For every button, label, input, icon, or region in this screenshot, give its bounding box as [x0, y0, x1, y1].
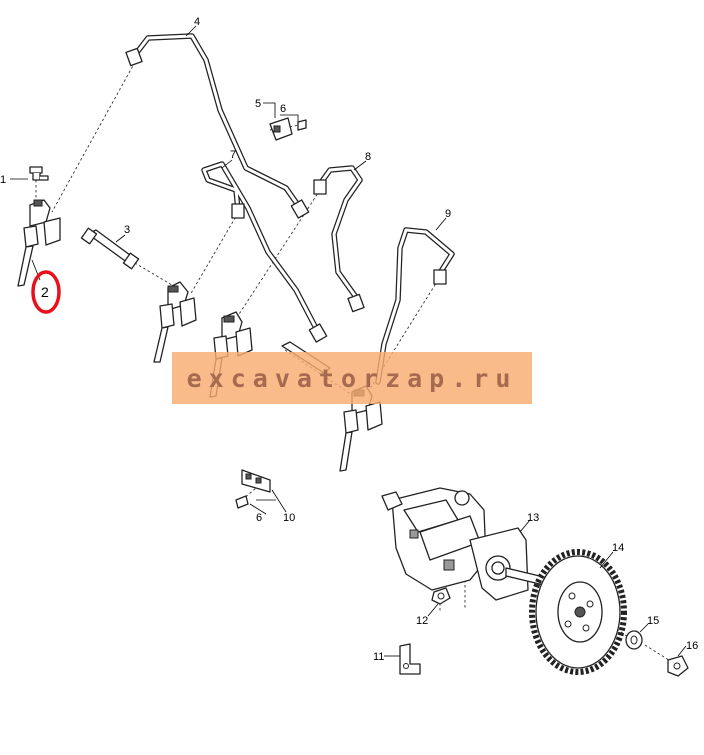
part-10-bracket [235, 469, 271, 509]
callout-4: 4 [194, 16, 200, 28]
injector-b [209, 311, 253, 398]
part-15-washer [625, 630, 643, 650]
callout-2: 2 [41, 284, 49, 300]
part-1-clamp-bolt [29, 166, 49, 181]
callout-6-upper: 6 [280, 103, 286, 115]
callout-15: 15 [647, 615, 659, 627]
callout-5: 5 [255, 98, 261, 110]
part-4-fuel-pipe [125, 33, 310, 219]
part-2-injector [17, 199, 61, 287]
part-12-nut [431, 587, 451, 605]
part-11-bracket [399, 643, 421, 675]
injector-a [153, 281, 197, 363]
watermark-text: excavatorzap.ru [186, 363, 518, 393]
part-5-bracket [269, 117, 307, 141]
callout-8: 8 [365, 151, 371, 163]
part-14-drive-gear [529, 549, 627, 675]
part-8-fuel-pipe [313, 165, 365, 313]
callout-labels: 1 2 3 4 5 6 7 8 9 6 10 11 12 13 14 15 16 [0, 16, 698, 663]
part-16-nut [667, 655, 689, 677]
part-3-connector-tube [80, 227, 140, 270]
callout-16: 16 [686, 640, 698, 652]
highlight-ring [31, 270, 61, 314]
callout-10: 10 [283, 512, 295, 524]
callout-11: 11 [373, 651, 384, 663]
part-9-fuel-pipe [375, 227, 455, 385]
callout-3: 3 [124, 224, 130, 236]
callout-13: 13 [527, 512, 539, 524]
callout-7: 7 [230, 149, 236, 161]
callout-6-lower: 6 [256, 512, 262, 524]
callout-leaders [10, 25, 687, 657]
part-13-injection-pump [381, 487, 549, 601]
part-7-fuel-pipe [201, 161, 328, 343]
callout-12: 12 [416, 615, 428, 627]
watermark-banner: excavatorzap.ru [172, 352, 532, 404]
callout-1: 1 [0, 174, 6, 186]
callout-14: 14 [612, 542, 624, 554]
callout-9: 9 [445, 208, 451, 220]
